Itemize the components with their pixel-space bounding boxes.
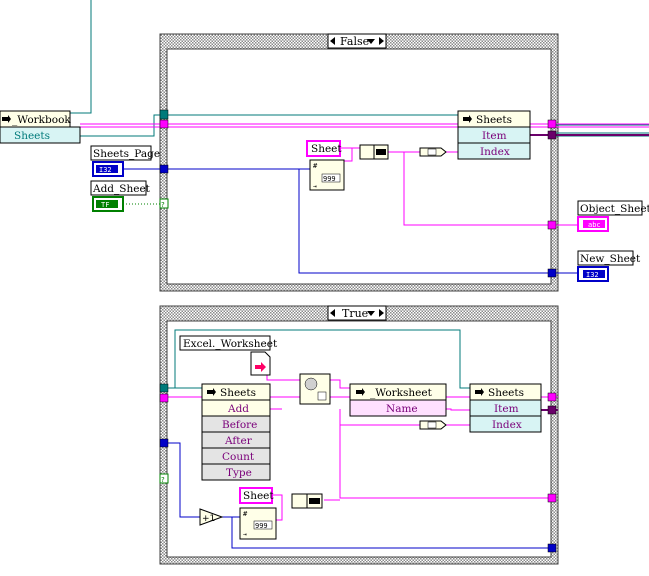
svg-text:⇥: ⇥ bbox=[313, 183, 317, 190]
increment-label: +1 bbox=[202, 514, 215, 524]
concatenate-strings-top[interactable] bbox=[359, 144, 389, 160]
case-selector-true[interactable]: True bbox=[327, 305, 387, 321]
worksheet-class-label: Excel._Worksheet bbox=[183, 338, 278, 350]
invoke-arrow-icon bbox=[2, 115, 11, 123]
to-variant-top[interactable] bbox=[419, 147, 447, 157]
increment-node[interactable]: +1 bbox=[199, 508, 224, 526]
object-sheet-type: abc bbox=[588, 221, 601, 229]
sheets-add-class-label: Sheets bbox=[220, 387, 256, 399]
sheets-item-label-bottom: Item bbox=[494, 403, 519, 415]
new-sheet-indicator[interactable]: New_Sheet I32 bbox=[577, 250, 641, 282]
concatenate-strings-bottom[interactable] bbox=[291, 493, 323, 509]
sheets-index-label-top: Index bbox=[480, 146, 510, 158]
sheets-before-label: Before bbox=[222, 419, 257, 431]
sheet-string-constant-top[interactable]: Sheet bbox=[306, 140, 342, 157]
object-sheet-label: Object_Sheet bbox=[580, 203, 649, 215]
object-sheet-indicator[interactable]: Object_Sheet abc bbox=[577, 200, 649, 232]
tunnels: ? ? bbox=[159, 109, 557, 553]
case-structure-false[interactable] bbox=[159, 33, 559, 292]
worksheet-name-label: Name bbox=[386, 403, 418, 415]
sheets-page-control[interactable]: Sheets_Page I32 bbox=[90, 145, 160, 177]
sheets-add-label: Add bbox=[227, 403, 249, 415]
format-spec-bottom: 999 bbox=[255, 522, 268, 530]
sheets-page-type: I32 bbox=[99, 166, 112, 174]
sheets-type-label: Type bbox=[226, 467, 252, 479]
worksheet-class-constant[interactable]: Excel._Worksheet bbox=[179, 335, 278, 376]
svg-text:#: # bbox=[243, 510, 248, 518]
new-sheet-type: I32 bbox=[586, 271, 599, 279]
sheet-string-constant-bottom[interactable]: Sheet bbox=[239, 487, 274, 504]
case-selector-false-label: False bbox=[340, 35, 369, 48]
format-into-string-top[interactable]: # 999 ⇥ bbox=[309, 159, 345, 191]
svg-text:⇥: ⇥ bbox=[243, 531, 247, 538]
case-selector-false[interactable]: False bbox=[327, 33, 387, 49]
sheets-class-label-top: Sheets bbox=[476, 114, 512, 126]
svg-text:#: # bbox=[313, 162, 318, 170]
svg-text:?: ? bbox=[161, 476, 165, 484]
new-sheet-label: New_Sheet bbox=[580, 253, 641, 265]
add-sheet-control[interactable]: Add_Sheet TF bbox=[90, 180, 151, 212]
integer-wire-bottom[interactable] bbox=[167, 442, 551, 549]
sheets-add-method-node[interactable]: Sheets Add Before After Count Type bbox=[201, 383, 271, 481]
workbook-property-node[interactable]: _Workbook Sheets bbox=[0, 110, 81, 144]
add-sheet-type: TF bbox=[101, 201, 109, 209]
string-wire-top[interactable] bbox=[340, 147, 578, 226]
error-wire-bottom[interactable] bbox=[167, 368, 558, 521]
add-sheet-label: Add_Sheet bbox=[92, 183, 151, 195]
sheets-class-label-bottom: Sheets bbox=[488, 387, 524, 399]
to-variant-bottom[interactable] bbox=[419, 420, 447, 430]
workbook-property-label: Sheets bbox=[14, 130, 50, 142]
format-spec-top: 999 bbox=[323, 175, 336, 183]
sheets-count-label: Count bbox=[222, 451, 255, 463]
case-selector-true-label: True bbox=[342, 307, 368, 320]
worksheet-property-node[interactable]: _Worksheet Name bbox=[349, 383, 447, 417]
svg-text:?: ? bbox=[161, 201, 165, 209]
case-structure-true[interactable] bbox=[159, 305, 559, 565]
sheet-constant-text-bottom: Sheet bbox=[243, 490, 274, 502]
sheets-item-label-top: Item bbox=[482, 130, 507, 142]
sheets-property-node-top[interactable]: Sheets Item Index bbox=[457, 110, 531, 160]
format-into-string-bottom[interactable]: # 999 ⇥ bbox=[239, 507, 277, 540]
sheet-constant-text-top: Sheet bbox=[311, 143, 342, 155]
workbook-class-label: _Workbook bbox=[12, 114, 71, 126]
sheets-index-label-bottom: Index bbox=[492, 419, 522, 431]
worksheet-class-node-label: _Worksheet bbox=[370, 387, 433, 399]
variant-to-data-node[interactable] bbox=[299, 373, 331, 405]
sheets-page-label: Sheets_Page bbox=[93, 148, 160, 160]
sheets-after-label: After bbox=[224, 435, 253, 447]
sheets-property-node-bottom[interactable]: Sheets Item Index bbox=[469, 383, 542, 433]
refnum-wire-bottom[interactable] bbox=[167, 329, 470, 389]
